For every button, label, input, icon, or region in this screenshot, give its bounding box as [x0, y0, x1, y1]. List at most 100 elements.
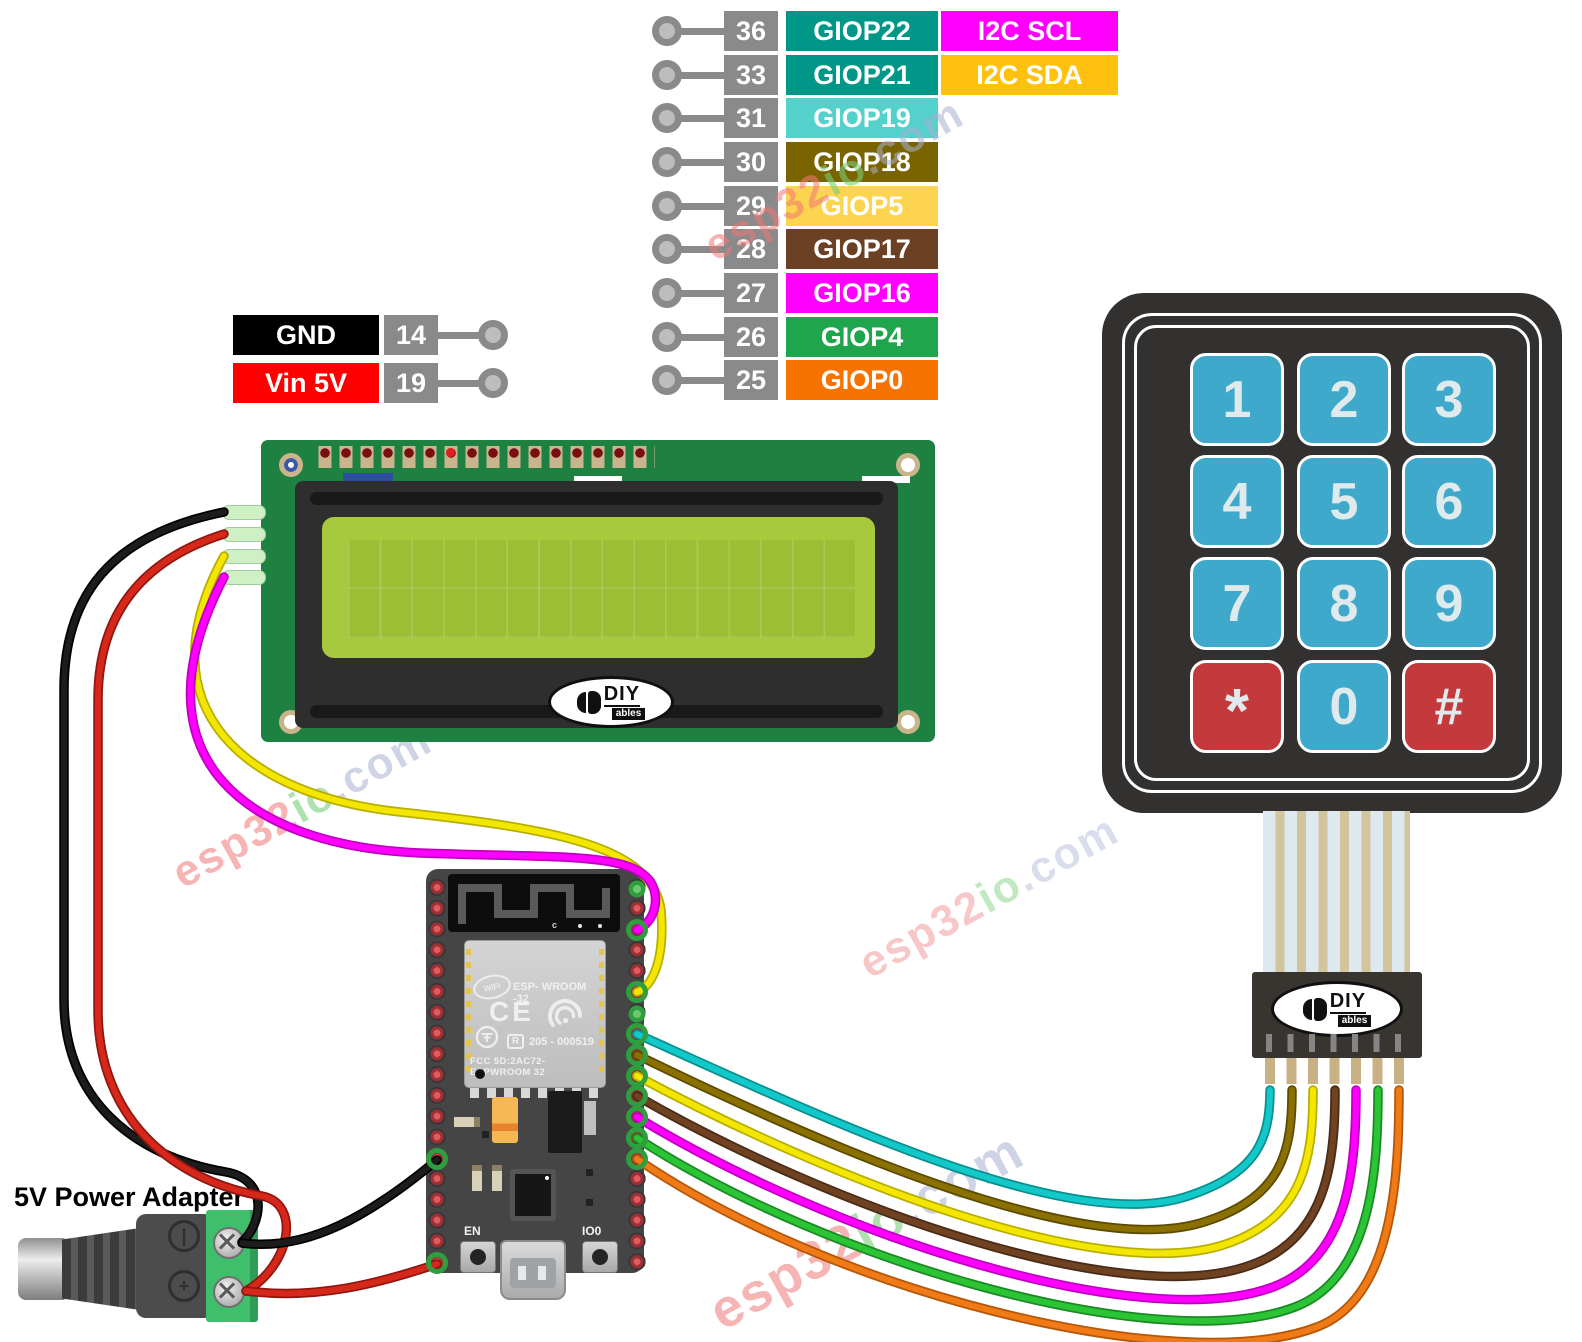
- gpio-label: GIOP5: [786, 186, 938, 226]
- keypad-outline: [1134, 325, 1530, 781]
- barrel-jack-tip: [18, 1238, 66, 1300]
- gpio-label: GIOP19: [786, 98, 938, 138]
- keypad-key-5: 5: [1297, 455, 1391, 548]
- pin-hole-icon: [478, 320, 508, 350]
- lcd-smd-component: [343, 473, 393, 483]
- esp32-antenna: c: [448, 874, 620, 932]
- pin-leader-line: [676, 334, 726, 341]
- watermark-text: esp32: [163, 789, 306, 898]
- gpio-label: GIOP0: [786, 360, 938, 400]
- keypad-key-8: 8: [1297, 557, 1391, 650]
- watermark-text: esp32: [850, 879, 993, 988]
- gnd-wire-esp32: [239, 1157, 440, 1248]
- pin-leader-line: [676, 203, 726, 210]
- terminal-screw-icon: [213, 1227, 245, 1259]
- pin-leader-line: [676, 159, 726, 166]
- pin-number: 25: [724, 360, 778, 400]
- module-dot: [475, 1069, 485, 1079]
- io0-button: [582, 1241, 618, 1273]
- function-label: I2C SCL: [941, 11, 1118, 51]
- gpio-label: GIOP4: [786, 317, 938, 357]
- silkscreen-dash: [574, 476, 622, 483]
- lcd-pin-stub: [222, 570, 266, 585]
- mounting-hole-icon: [896, 710, 920, 734]
- watermark: esp32io.com: [699, 1119, 1034, 1342]
- connector-pin-stubs: [1265, 1058, 1409, 1084]
- mounting-hole-icon: [279, 453, 303, 477]
- capacitor: [492, 1097, 518, 1143]
- diyables-logo: DIY ables: [548, 676, 674, 728]
- esp32-right-pins: [626, 877, 648, 1273]
- diyables-logo-glyph: [1302, 998, 1312, 1020]
- gpio-label: GIOP16: [786, 273, 938, 313]
- keypad-key-7: 7: [1190, 557, 1284, 650]
- module-pads: [599, 949, 604, 1077]
- pin-row: 30 GIOP18: [0, 142, 1582, 182]
- pin-leader-line: [676, 72, 726, 79]
- reg-mark: R: [507, 1034, 525, 1049]
- pin-leader-line: [676, 246, 726, 253]
- pin-row: 26 GIOP4: [0, 317, 1582, 357]
- pin-row: 31 GIOP19: [0, 98, 1582, 138]
- giteki-mark-icon: [475, 1025, 499, 1049]
- keypad-key-hash: #: [1402, 660, 1496, 753]
- reg-number: 205 - 000519: [529, 1036, 594, 1048]
- function-label: I2C SDA: [941, 55, 1118, 95]
- wifi-label: WiFi: [482, 980, 502, 994]
- smd-component: [482, 1131, 489, 1138]
- watermark-text: esp32: [699, 1210, 872, 1342]
- en-button-label: EN: [464, 1224, 481, 1238]
- diyables-logo: DIY ables: [1271, 981, 1403, 1037]
- plus-symbol-icon: +: [168, 1270, 200, 1302]
- button-cap: [592, 1249, 608, 1265]
- pin-row: 25 GIOP0: [0, 360, 1582, 400]
- module-pads: [466, 949, 471, 1077]
- esp32-left-pins: [426, 877, 448, 1273]
- terminal-screw-icon: [213, 1276, 245, 1308]
- pin-number: 36: [724, 11, 778, 51]
- lcd-header-pin-highlight: [446, 448, 455, 457]
- vin-wire-esp32: [241, 1259, 442, 1299]
- smd-component: [586, 1199, 593, 1206]
- pin-leader-line: [436, 332, 480, 339]
- pin-number: 33: [724, 55, 778, 95]
- chip-body: [515, 1174, 551, 1216]
- power-pin-row: Vin 5V 19: [0, 363, 1582, 403]
- chip-pin1-dot: [545, 1176, 549, 1180]
- keypad-connector: DIY ables: [1252, 972, 1422, 1058]
- smd-resistor: [472, 1165, 482, 1191]
- power-label: GND: [233, 315, 379, 355]
- pin-number: 30: [724, 142, 778, 182]
- pin-number: 19: [384, 363, 438, 403]
- micro-usb-port: [500, 1240, 566, 1300]
- lcd-header-pins: [315, 446, 655, 468]
- pin-number: 26: [724, 317, 778, 357]
- pin-leader-line: [676, 290, 726, 297]
- pin-row: 33 GIOP21 I2C SDA: [0, 55, 1582, 95]
- pin-number: 31: [724, 98, 778, 138]
- usb-uart-chip: [510, 1169, 556, 1221]
- gpio-label: GIOP18: [786, 142, 938, 182]
- keypad-key-4: 4: [1190, 455, 1284, 548]
- keypad-key-star: *: [1190, 660, 1284, 753]
- io0-button-label: IO0: [582, 1224, 602, 1238]
- pin-number: 27: [724, 273, 778, 313]
- usb-metal-shell: [510, 1258, 556, 1288]
- usb-slot: [538, 1266, 546, 1280]
- mounting-hole-icon: [896, 453, 920, 477]
- smd-resistor: [492, 1165, 502, 1191]
- lcd-character-grid: [348, 540, 855, 638]
- gnd-wire-esp32: [237, 1155, 442, 1249]
- power-adapter-label: 5V Power Adapter: [14, 1182, 245, 1212]
- bezel-groove: [310, 492, 883, 505]
- terminal-block: [206, 1210, 258, 1322]
- lcd-pin-stub: [222, 549, 266, 564]
- gpio-label: GIOP21: [786, 55, 938, 95]
- watermark: esp32io.com: [851, 805, 1128, 989]
- power-label: Vin 5V: [233, 363, 379, 403]
- power-pin-row: GND 14: [0, 315, 1582, 355]
- lcd-screen: [322, 517, 875, 658]
- regulator-tab: [584, 1101, 596, 1135]
- button-cap: [470, 1249, 486, 1265]
